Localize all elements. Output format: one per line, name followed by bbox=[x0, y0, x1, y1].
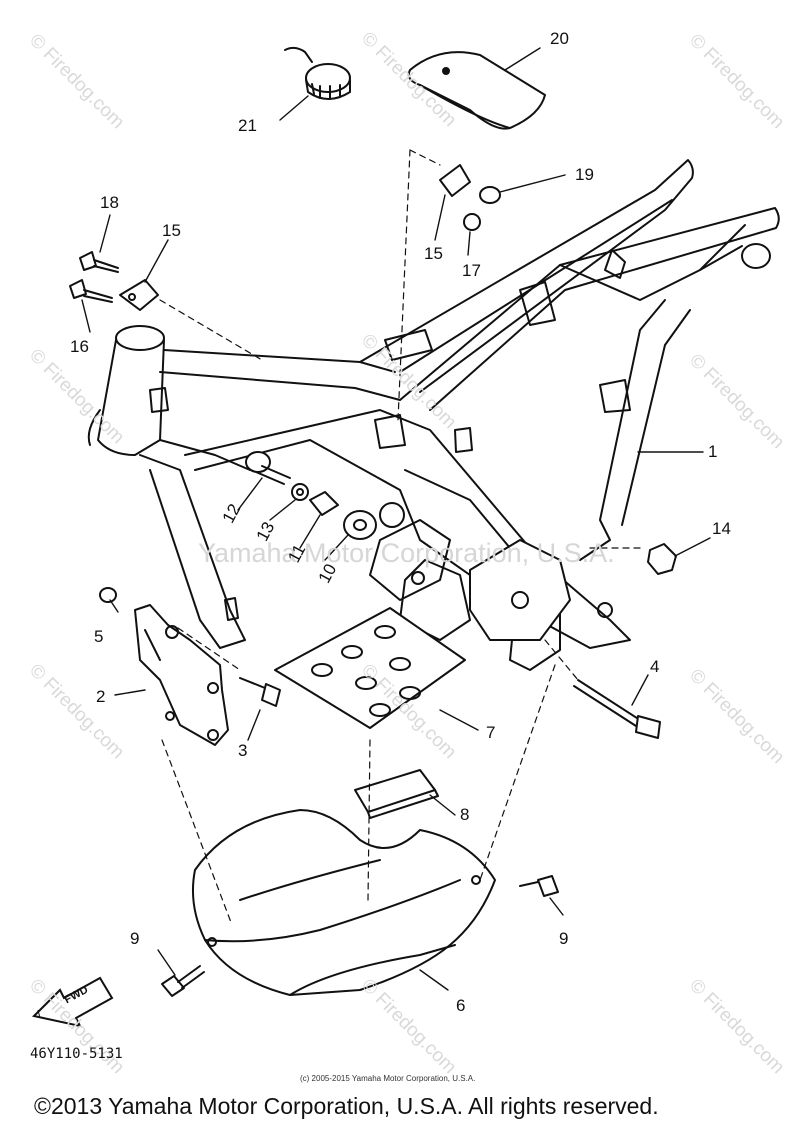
callout-4: 4 bbox=[650, 657, 660, 676]
part-5-bolt bbox=[99, 587, 117, 603]
part-17-nut bbox=[463, 213, 481, 231]
small-copyright: (c) 2005-2015 Yamaha Motor Corporation, … bbox=[300, 1074, 476, 1083]
callout-5: 5 bbox=[94, 627, 104, 646]
center-watermark: Yamaha Motor Corporation, U.S.A. bbox=[198, 538, 615, 568]
callout-6: 6 bbox=[456, 996, 466, 1015]
callout-14: 14 bbox=[712, 519, 731, 538]
callout-3: 3 bbox=[238, 741, 248, 760]
callout-21: 21 bbox=[238, 116, 257, 135]
part-15-bracket-left bbox=[119, 279, 159, 311]
part-14-nut bbox=[647, 543, 677, 575]
part-9-bolt-right bbox=[519, 875, 559, 897]
part-7-plate bbox=[274, 607, 466, 729]
fwd-arrow-icon bbox=[31, 976, 114, 1028]
part-6-skid-plate bbox=[192, 809, 496, 996]
part-11-bushing bbox=[309, 491, 339, 516]
callout-15-right: 15 bbox=[424, 244, 443, 263]
callout-18: 18 bbox=[100, 193, 119, 212]
main-frame bbox=[87, 159, 780, 671]
part-19-nut bbox=[479, 186, 501, 204]
part-9-bolt-left bbox=[161, 965, 205, 997]
part-16-bolt bbox=[69, 279, 113, 303]
callout-16: 16 bbox=[70, 337, 89, 356]
part-21-cap bbox=[284, 46, 351, 100]
callout-7: 7 bbox=[486, 723, 496, 742]
callout-19: 19 bbox=[575, 165, 594, 184]
callout-20: 20 bbox=[550, 29, 569, 48]
callout-8: 8 bbox=[460, 805, 470, 824]
part-4-bolt bbox=[573, 679, 661, 739]
part-18-bolt bbox=[79, 251, 119, 273]
part-20-pad bbox=[407, 51, 546, 130]
callout-9-left: 9 bbox=[130, 929, 140, 948]
copyright-footer: ©2013 Yamaha Motor Corporation, U.S.A. A… bbox=[34, 1093, 659, 1119]
callout-9-right: 9 bbox=[559, 929, 569, 948]
drawing-code: 46Y110-5131 bbox=[30, 1046, 123, 1062]
part-8-pad bbox=[354, 769, 439, 819]
callout-1: 1 bbox=[708, 442, 718, 461]
callout-17: 17 bbox=[462, 261, 481, 280]
part-2-bracket bbox=[134, 604, 229, 746]
part-3-bolt bbox=[239, 677, 281, 707]
callout-15-left: 15 bbox=[162, 221, 181, 240]
callout-2: 2 bbox=[96, 687, 106, 706]
part-12-bolt bbox=[245, 451, 291, 485]
part-13-washer bbox=[291, 483, 309, 501]
part-10-bushing bbox=[343, 510, 377, 540]
